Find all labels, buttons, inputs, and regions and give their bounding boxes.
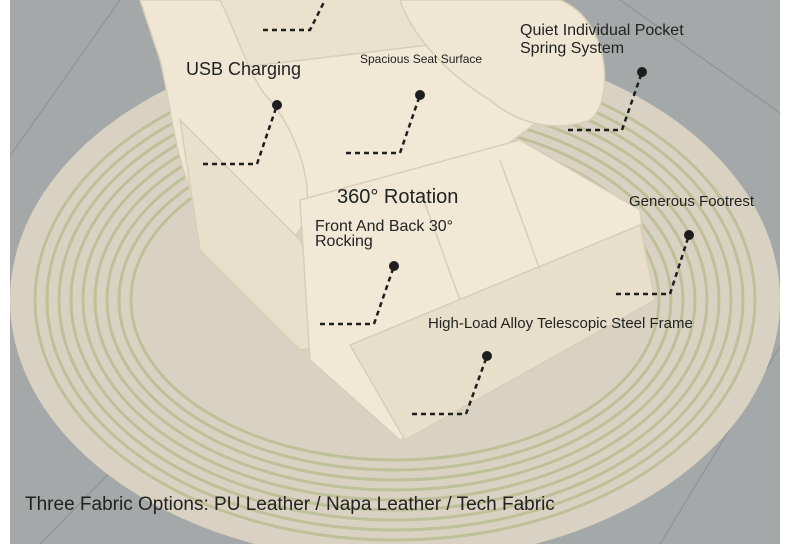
rocking-label-line1: Front And Back 30° xyxy=(315,218,454,235)
pocket-spring-label-line1: Quiet Individual Pocket xyxy=(520,22,684,39)
leader-steel-frame xyxy=(412,355,489,416)
dot-rocking xyxy=(389,261,399,271)
leader-footrest xyxy=(616,234,691,296)
rotation-label: 360° Rotation xyxy=(337,186,459,208)
leader-rocking xyxy=(320,265,396,326)
right-border xyxy=(780,0,790,544)
steel-frame-label: High-Load Alloy Telescopic Steel Frame xyxy=(428,315,693,332)
dot-footrest xyxy=(684,230,694,240)
dot-usb-charging xyxy=(272,100,282,110)
dot-steel-frame xyxy=(482,351,492,361)
left-border xyxy=(0,0,10,544)
leader-top xyxy=(263,1,326,32)
spacious-seat-label: Spacious Seat Surface xyxy=(360,52,483,66)
usb-charging-label: USB Charging xyxy=(186,59,302,79)
dot-seat-surface xyxy=(415,90,425,100)
fabric-options-caption: Three Fabric Options: PU Leather / Napa … xyxy=(25,494,555,515)
leader-pocket-spring xyxy=(568,71,644,132)
footrest-label: Generous Footrest xyxy=(629,193,755,210)
leader-usb-charging xyxy=(203,104,279,166)
dot-pocket-spring xyxy=(637,67,647,77)
recliner-chair xyxy=(139,0,656,442)
pocket-spring-label-line2: Spring System xyxy=(520,40,625,57)
callout-leader-lines xyxy=(203,1,691,416)
callout-dots xyxy=(272,67,694,361)
leader-seat-surface xyxy=(346,94,422,155)
rocking-label-line2: Rocking xyxy=(315,233,373,250)
